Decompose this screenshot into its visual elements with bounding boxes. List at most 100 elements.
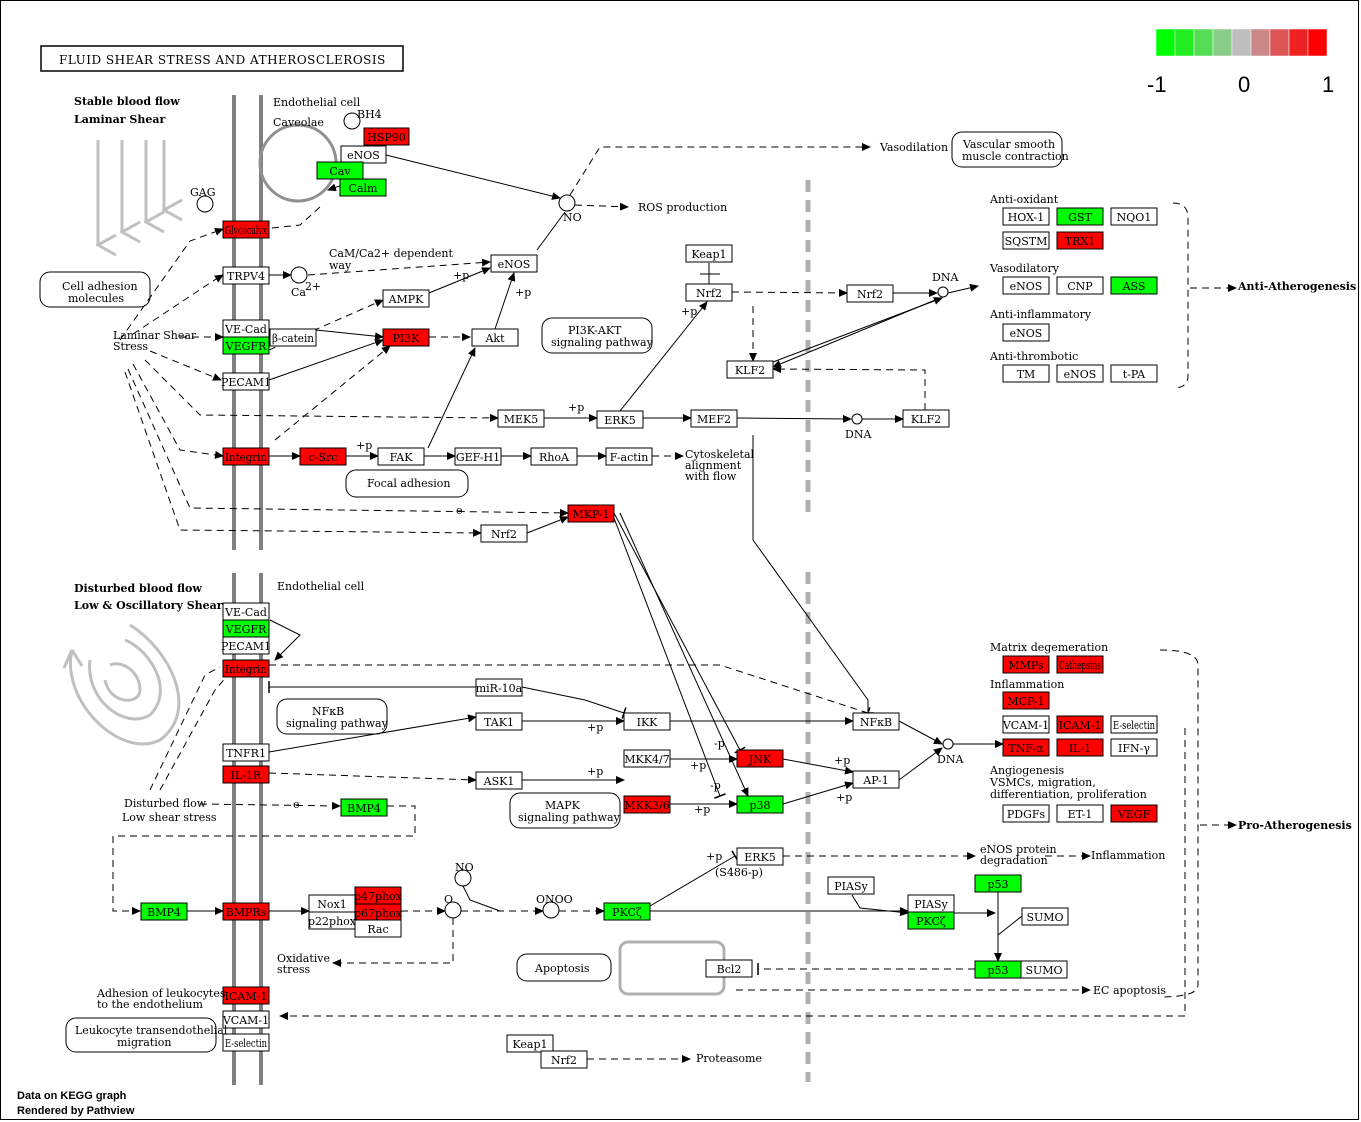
footer-line-1: Data on KEGG graph (17, 1090, 127, 1102)
dna-label-3: DNA (937, 753, 964, 766)
gene-vcam1b: VCAM-1 (1002, 715, 1050, 734)
gene-pecam1a: PECAM1 (221, 372, 271, 391)
gene-tnfr1: TNFR1 (222, 743, 270, 762)
gene-eselectin2: E-selectin (1110, 715, 1158, 734)
gene-label-enos_r1: eNOS (1010, 280, 1043, 293)
legend-label-max: 1 (1322, 72, 1334, 97)
gene-rac: Rac (354, 919, 402, 938)
pathway-edge (159, 674, 229, 791)
gene-enos_r1: eNOS (1002, 276, 1050, 295)
gene-label-pkcz2: PKCζ (916, 915, 946, 928)
gene-gst: GST (1056, 207, 1104, 226)
legend-swatch (1307, 28, 1328, 57)
gene-label-rac: Rac (367, 923, 388, 936)
gene-label-klf2a: KLF2 (735, 364, 765, 377)
pathway-edge (736, 414, 852, 423)
gene-label-ap1: AP-1 (862, 774, 888, 787)
gene-label-pecam1a: PECAM1 (221, 376, 271, 389)
gene-label-sqstm: SQSTM (1005, 235, 1048, 248)
pathway-edge (731, 288, 848, 297)
adhesion-leukocytes-label-1: Adhesion of leukocytes (96, 987, 226, 1000)
pathway-edge (782, 758, 854, 775)
gene-label-akt: Akt (484, 332, 505, 345)
gene-label-icam1b: ICAM-1 (1059, 719, 1102, 732)
color-legend (1155, 28, 1328, 57)
pathway-edge (619, 512, 749, 797)
gene-label-integrin1: Integrin (225, 451, 267, 464)
gene-keap1a: Keap1 (685, 244, 733, 263)
gene-bmp4b: BMP4 (140, 902, 188, 921)
stable-flow-label: Stable blood flow (74, 95, 180, 108)
gene-p53a: p53 (974, 874, 1022, 893)
gene-label-p47phox: p47phox (354, 890, 403, 903)
gene-label-mkk47: MKK4/7 (624, 753, 669, 766)
pathway-edge (521, 686, 627, 719)
gene-p53b: p53 (974, 960, 1022, 979)
gene-bmprs: BMPRs (222, 902, 270, 921)
pathway-edge (526, 516, 569, 534)
gene-erk5a: ERK5 (596, 410, 644, 429)
gene-mek5: MEK5 (497, 409, 545, 428)
inflammation-label-2: Inflammation (1091, 849, 1165, 862)
gene-label-pdgfs: PDGFs (1007, 808, 1046, 821)
gene-label-enos_mid: eNOS (498, 258, 531, 271)
gene-nodes: HSP90eNOSCavCalmGlycocalyxTRPV4eNOSAMPKV… (140, 127, 1158, 1069)
pathway-edge (574, 202, 629, 211)
gene-label-ampk: AMPK (388, 293, 425, 306)
pathway-edge (898, 720, 943, 745)
gene-tak1: TAK1 (475, 712, 523, 731)
gene-label-pkcz1: PKCζ (612, 906, 642, 919)
gene-label-nrf2d: Nrf2 (551, 1054, 577, 1067)
disturbed-flow-small-label-2: Low shear stress (122, 811, 217, 824)
pathway-edge (268, 714, 477, 753)
pi3k-akt-label-2: signaling pathway (551, 336, 654, 349)
gene-label-csrc: c-Src (309, 451, 338, 464)
gene-il1: IL-1 (1056, 738, 1104, 757)
gene-label-glycocalyx: Glycocalyx (225, 224, 268, 237)
gene-label-hox1: HOX-1 (1008, 211, 1045, 224)
pathway-edge (274, 345, 391, 441)
gene-pkcz2: PKCζ (907, 911, 955, 930)
gene-glycocalyx: Glycocalyx (222, 220, 270, 239)
gene-enos_r3: eNOS (1056, 364, 1104, 383)
oxidative-stress-label-1: Oxidative (277, 952, 330, 965)
pathway-edge (127, 368, 569, 517)
gene-fak: FAK (377, 447, 425, 466)
pathway-edge (268, 772, 477, 784)
pathway-edge (269, 619, 301, 661)
gene-factin: F-actin (605, 447, 653, 466)
endothelial-cell-label-2: Endothelial cell (277, 580, 365, 593)
pathway-edge (428, 267, 491, 294)
legend-swatch (1250, 28, 1271, 57)
gene-mcp1: MCP-1 (1002, 691, 1050, 710)
gene-label-trpv4: TRPV4 (227, 270, 265, 283)
gene-gefh1: GEF-H1 (454, 447, 502, 466)
disturbed-flow-swirl-icon (62, 623, 181, 746)
legend-label-mid: 0 (1238, 72, 1250, 97)
gene-label-il1r: IL-1R (231, 769, 262, 782)
nfkb-pathway-label-2: signaling pathway (286, 717, 389, 730)
gene-label-calm: Calm (349, 182, 378, 195)
gene-label-bmp4a: BMP4 (347, 802, 381, 815)
no-label-2: NO (455, 861, 474, 874)
gene-mir10a: miR-10a (475, 678, 523, 697)
gene-rhoa: RhoA (530, 447, 578, 466)
gene-label-tm: TM (1017, 368, 1036, 381)
gene-label-klf2b: KLF2 (911, 413, 941, 426)
svg-text:+p: +p (681, 305, 697, 318)
gene-nqo1: NQO1 (1110, 207, 1158, 226)
onoo-label: ONOO (536, 893, 573, 906)
gene-label-rhoa: RhoA (539, 451, 570, 464)
gene-label-nrf2c: Nrf2 (491, 528, 517, 541)
gene-label-pi3k: PI3K (393, 332, 421, 345)
gene-mmps: MMPs (1002, 655, 1050, 674)
legend-swatch (1193, 28, 1214, 57)
pathway-edge (269, 664, 871, 719)
gene-label-sumo2: SUMO (1025, 964, 1062, 977)
svg-text:+p: +p (836, 791, 852, 804)
gene-ask1: ASK1 (475, 771, 523, 790)
gene-label-integrin2: Integrin (225, 663, 267, 676)
gene-label-nox1: Nox1 (317, 898, 346, 911)
svg-text:+p: +p (834, 754, 850, 767)
gene-label-p67phox: p67phox (354, 907, 403, 920)
